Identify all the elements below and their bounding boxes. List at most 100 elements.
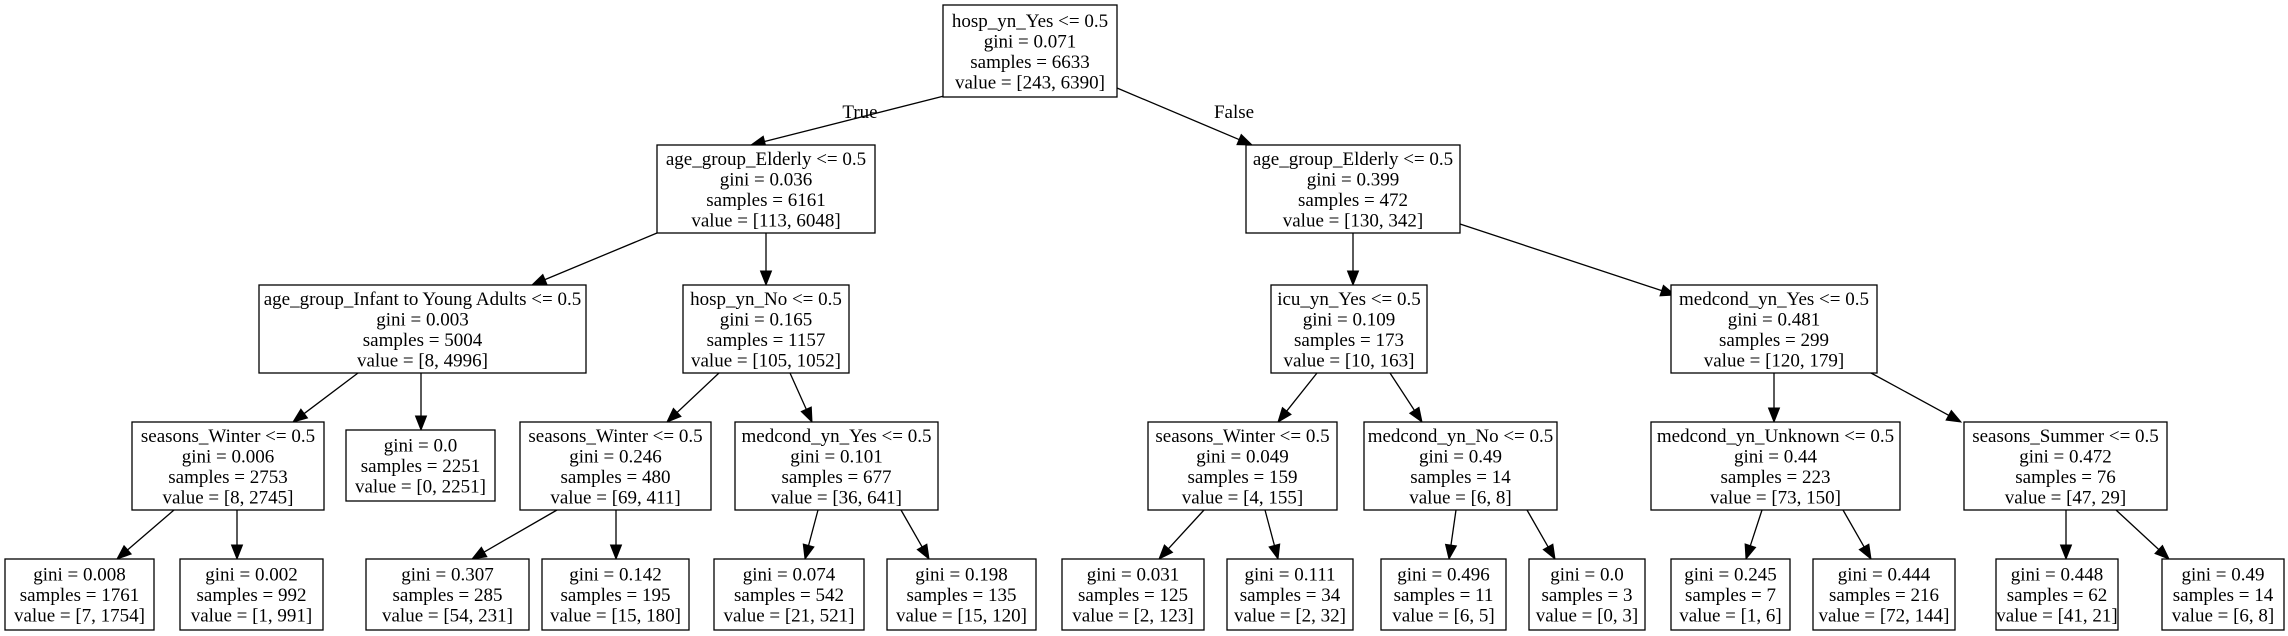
- edge-line: [303, 372, 359, 415]
- node-box: [4, 558, 155, 631]
- edge-line: [900, 509, 923, 548]
- node-box: [713, 558, 865, 631]
- arrowhead-icon: [800, 406, 813, 424]
- edge-line: [1167, 509, 1205, 550]
- node-gini-text: gini = 0.165: [720, 309, 813, 330]
- tree-edge: [1158, 509, 1205, 561]
- tree-edge: [1444, 509, 1458, 561]
- node-gini-text: gini = 0.49: [1419, 446, 1502, 467]
- tree-edge: [2059, 510, 2073, 561]
- node-samples-text: samples = 7: [1685, 585, 1776, 606]
- node-split-condition: seasons_Winter <= 0.5: [141, 426, 315, 447]
- node-samples-text: samples = 14: [2173, 585, 2274, 606]
- node-split-condition: hosp_yn_Yes <= 0.5: [952, 11, 1108, 32]
- node-box: [1363, 421, 1558, 511]
- tree-edge: [1116, 87, 1254, 146]
- tree-edge: [530, 232, 658, 286]
- node-gini-text: gini = 0.0: [384, 436, 458, 457]
- node-gini-text: gini = 0.444: [1838, 565, 1931, 586]
- tree-edge: [115, 509, 175, 560]
- node-value-text: value = [2, 123]: [1072, 606, 1194, 627]
- node-gini-text: gini = 0.307: [401, 565, 494, 586]
- node-value-text: value = [2, 32]: [1234, 606, 1346, 627]
- edge-line: [1526, 509, 1549, 548]
- node-box: [2161, 558, 2285, 631]
- tree-edge: [1389, 372, 1423, 424]
- arrowhead-icon: [1268, 543, 1281, 561]
- arrowhead-icon: [1744, 543, 1757, 561]
- node-gini-text: gini = 0.49: [2181, 565, 2264, 586]
- node-gini-text: gini = 0.496: [1397, 565, 1490, 586]
- node-gini-text: gini = 0.111: [1244, 565, 1335, 586]
- edge-line: [483, 509, 558, 553]
- tree-edge: [291, 372, 359, 423]
- edge-line: [1450, 509, 1457, 546]
- node-box: [179, 558, 324, 631]
- node-split-condition: seasons_Winter <= 0.5: [528, 426, 702, 447]
- node-value-text: value = [120, 179]: [1704, 350, 1845, 371]
- node-split-condition: seasons_Summer <= 0.5: [1972, 426, 2159, 447]
- node-value-text: value = [243, 6390]: [955, 72, 1105, 93]
- node-split-condition: medcond_yn_Yes <= 0.5: [742, 426, 932, 447]
- edge-line: [1749, 509, 1763, 546]
- node-split-condition: age_group_Elderly <= 0.5: [1253, 149, 1453, 170]
- arrowhead-icon: [802, 543, 815, 561]
- arrowhead-icon: [1444, 543, 1458, 561]
- node-gini-text: gini = 0.0: [1550, 565, 1624, 586]
- node-value-text: value = [130, 342]: [1283, 210, 1424, 231]
- node-value-text: value = [105, 1052]: [691, 350, 841, 371]
- arrowhead-icon: [2154, 544, 2171, 560]
- tree-edge: [230, 510, 244, 561]
- node-value-text: value = [21, 521]: [723, 606, 854, 627]
- node-samples-text: samples = 216: [1829, 585, 1939, 606]
- edge-line: [676, 372, 720, 413]
- node-gini-text: gini = 0.002: [205, 565, 298, 586]
- node-box: [365, 558, 530, 631]
- arrowhead-icon: [291, 408, 309, 423]
- node-samples-text: samples = 2251: [361, 456, 480, 477]
- node-value-text: value = [36, 641]: [771, 487, 902, 508]
- node-value-text: value = [8, 2745]: [162, 487, 293, 508]
- node-value-text: value = [0, 2251]: [355, 477, 486, 498]
- node-gini-text: gini = 0.109: [1303, 309, 1396, 330]
- node-value-text: value = [7, 1754]: [14, 606, 145, 627]
- node-split-condition: age_group_Elderly <= 0.5: [666, 149, 866, 170]
- node-value-text: value = [113, 6048]: [691, 210, 840, 231]
- split-node: age_group_Infant to Young Adults <= 0.5g…: [258, 284, 587, 374]
- node-gini-text: gini = 0.246: [569, 446, 662, 467]
- node-box: [1963, 421, 2168, 511]
- node-box: [886, 558, 1037, 631]
- node-box: [656, 144, 876, 234]
- node-samples-text: samples = 173: [1294, 330, 1404, 351]
- node-value-text: value = [4, 155]: [1182, 487, 1304, 508]
- node-samples-text: samples = 6633: [970, 52, 1089, 73]
- node-box: [1670, 558, 1791, 631]
- node-samples-text: samples = 542: [734, 585, 844, 606]
- arrowhead-icon: [115, 544, 133, 560]
- node-split-condition: seasons_Winter <= 0.5: [1155, 426, 1329, 447]
- tree-edge: [1767, 373, 1781, 424]
- node-gini-text: gini = 0.074: [743, 565, 836, 586]
- arrowhead-icon: [1542, 543, 1556, 561]
- node-split-condition: medcond_yn_Unknown <= 0.5: [1657, 426, 1894, 447]
- edge-line: [1459, 223, 1662, 292]
- tree-edge: [1277, 372, 1318, 424]
- edge-line: [1264, 509, 1276, 546]
